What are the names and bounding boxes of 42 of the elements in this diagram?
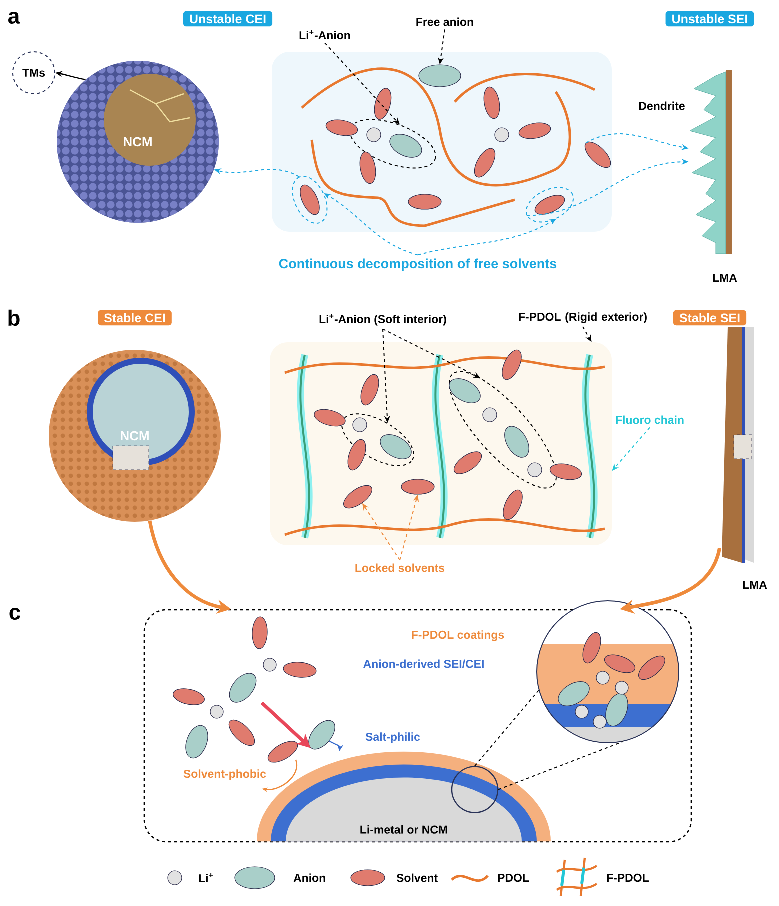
solvent-molecule	[283, 662, 317, 678]
edge-label: Salt-philic	[366, 732, 420, 744]
electrode-label: LMA	[713, 274, 738, 282]
anion-molecule	[229, 673, 257, 703]
electrode-label: LMA	[743, 581, 768, 589]
anion-molecule	[308, 720, 336, 750]
electrode-drawing	[722, 327, 754, 563]
leader-line	[474, 690, 540, 767]
panel-letter: c	[10, 608, 20, 620]
panel-letter: b	[8, 310, 20, 326]
panel-letter: a	[8, 12, 20, 24]
solvent-molecule	[344, 485, 372, 509]
legend-text: F-PDOL	[607, 874, 649, 882]
callout-text: Fluoro chain	[616, 416, 684, 424]
legend-text: Li$^{+}$	[199, 873, 214, 883]
layer-label: Anion-derived SEI/CEI	[364, 660, 484, 668]
legend-text: Solvent	[396, 874, 438, 882]
particle-sphere: NCM	[49, 350, 221, 522]
solvent-molecule	[401, 479, 435, 495]
label-badge: Unstable CEI	[183, 11, 273, 27]
leader-line	[498, 741, 624, 790]
dashed-frame	[144, 609, 692, 843]
legend-text: PDOL	[498, 874, 530, 882]
callout-text: Free anion	[416, 18, 474, 26]
callout-text: Li$^{+}$-Anion	[300, 30, 350, 40]
callout-text: F-PDOL (Rigid exterior)	[519, 312, 647, 324]
solvent-molecule	[268, 741, 298, 763]
solvent-molecule	[584, 142, 612, 168]
label-badge: Unstable SEI	[666, 11, 754, 27]
layer-label: F-PDOL coatings	[412, 630, 504, 642]
caption-text: Continuous decomposition of free solvents	[279, 258, 557, 272]
solvent-molecule	[408, 194, 442, 210]
label-badge: Stable CEI	[98, 310, 172, 326]
callout-text: Locked solvents	[356, 564, 445, 572]
label-badge: Stable SEI	[673, 310, 747, 326]
electrode-drawing	[690, 70, 732, 254]
legend-text: Anion	[294, 874, 326, 882]
magnifier-circle	[451, 766, 499, 814]
solvent-molecule	[228, 720, 256, 746]
callout-text: Li$^{+}$-Anion (Soft interior)	[320, 314, 446, 326]
electrode-label: Dendrite	[639, 102, 685, 110]
anion-molecule	[418, 64, 462, 88]
